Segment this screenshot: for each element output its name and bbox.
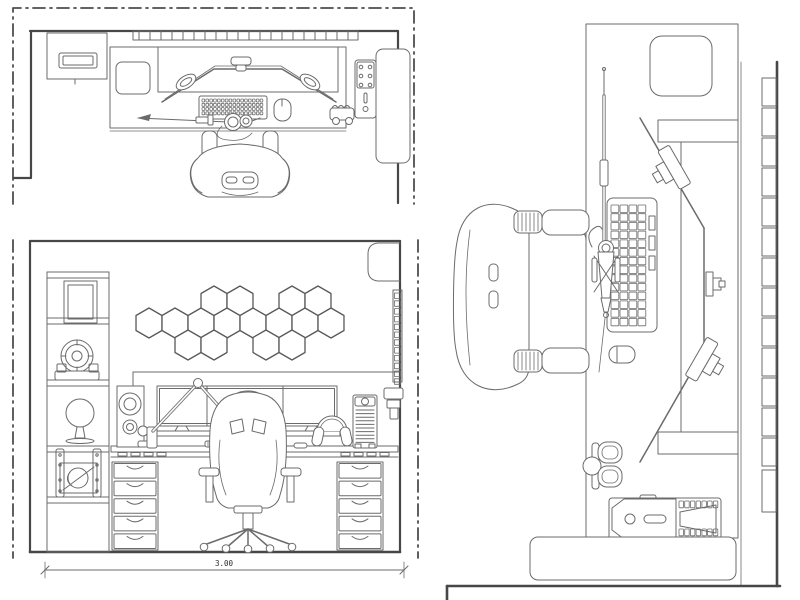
racing-pedals: [55, 448, 102, 498]
mouse: [608, 345, 636, 364]
wall-shelf: [46, 32, 108, 85]
gaming-chair: [452, 203, 590, 391]
monitor-riser: [157, 46, 339, 93]
desk-lamp: [137, 425, 149, 448]
dimension-line: 3.00: [40, 559, 409, 579]
monitor-shelf-top: [657, 119, 739, 143]
drawer-unit-left: [111, 461, 159, 551]
shelf-tower: [46, 271, 110, 553]
wall-bracket: [383, 387, 404, 420]
triple-monitor: [639, 117, 726, 463]
microphone-boom-arm: [137, 113, 261, 141]
drawer-unit-right: [336, 461, 384, 551]
floor-platform: [529, 536, 737, 581]
monitor-stands: [175, 56, 321, 91]
desk-mat: [649, 35, 713, 97]
gaming-chair: [189, 130, 291, 198]
wall-right: [740, 60, 779, 588]
floor-wall: [445, 584, 782, 600]
keyboard: [198, 95, 268, 120]
headset: [311, 415, 353, 447]
gaming-chair: [198, 390, 302, 554]
monitor-brackets: [651, 145, 726, 382]
pc-tower: [352, 394, 378, 449]
side-plan-view: [445, 23, 782, 600]
shelf-rail: [132, 30, 359, 41]
pc-tower: [354, 59, 377, 119]
room-boundary: [12, 7, 415, 205]
hexagon-wall-panels: [135, 285, 345, 361]
headphones: [582, 441, 623, 490]
plan-view-top: [12, 7, 415, 205]
elevation-view: 3.00: [12, 239, 419, 579]
microphone-boom-arm: [588, 67, 621, 373]
armrest-pad-bottom: [513, 349, 543, 373]
speaker: [116, 385, 145, 448]
pc-tower: [608, 494, 722, 541]
toy-car: [329, 105, 355, 125]
shock-mount: [591, 240, 621, 373]
ceiling-corner-lamp: [367, 242, 401, 282]
desk-mat: [115, 61, 151, 95]
monitor-shelf-bottom: [657, 431, 739, 455]
globe-lamp: [65, 398, 95, 444]
wall-rail: [761, 77, 777, 513]
wall-track: [392, 289, 403, 385]
armrest-pad-top: [513, 210, 543, 234]
mouse: [273, 98, 292, 122]
racing-wheel: [54, 339, 100, 381]
picture-frame: [63, 280, 98, 324]
mouse: [293, 442, 308, 449]
dimension-label: 3.00: [215, 559, 234, 568]
side-cabinet: [375, 48, 411, 164]
